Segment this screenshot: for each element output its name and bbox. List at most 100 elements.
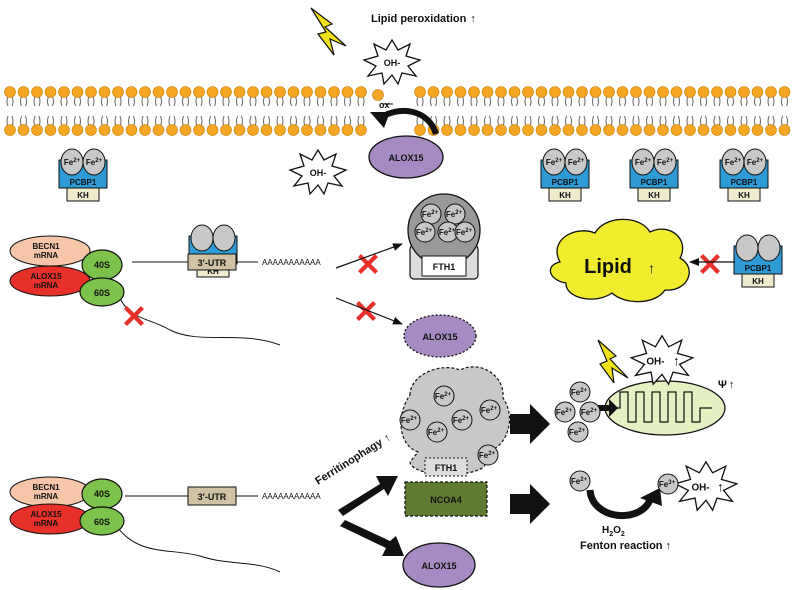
ferrous-iron-ion: Fe2+ [451, 409, 473, 431]
svg-text:OH-: OH- [691, 482, 709, 493]
hydroxyl-radical-burst: OH- [363, 39, 421, 85]
cell-membrane [4, 86, 791, 136]
svg-text:Fe2+: Fe2+ [401, 416, 418, 425]
kh-label: KH [738, 191, 750, 200]
ferrous-iron-ion: Fe2+ [454, 221, 476, 243]
lightning-mito-icon [597, 339, 629, 384]
ferrous-iron-ion: Fe2+ [477, 444, 499, 466]
mrna-complex-middle: BECN1 mRNA ALOX15 mRNA 40S 60S [9, 235, 281, 346]
svg-text:Fe2+: Fe2+ [435, 392, 452, 401]
svg-text:3'-UTR: 3'-UTR [198, 258, 227, 268]
ferrous-iron-ion: Fe2+ [554, 401, 576, 423]
svg-text:↑: ↑ [673, 354, 680, 369]
ferrous-iron-ion: Fe2+ [444, 203, 466, 225]
svg-text:FTH1: FTH1 [433, 262, 456, 272]
kh-label: KH [752, 277, 764, 286]
block-x-icon [358, 254, 378, 274]
svg-text:Fe2+: Fe2+ [481, 406, 498, 415]
svg-text:BECN1: BECN1 [32, 242, 60, 251]
svg-text:40S: 40S [94, 260, 110, 270]
block-arrow-to-iron-pool [510, 404, 550, 444]
svg-text:Fe2+: Fe2+ [581, 408, 598, 417]
pcbp1-label: PCBP1 [731, 178, 758, 187]
svg-text:Fe2+: Fe2+ [416, 228, 433, 237]
utr-box-middle: 3'-UTR [187, 253, 237, 271]
svg-text:↑: ↑ [648, 260, 655, 276]
pcbp1-label: PCBP1 [70, 178, 97, 187]
svg-text:mRNA: mRNA [34, 281, 59, 290]
iron-entry-arrow [598, 399, 618, 417]
svg-text:Fe2+: Fe2+ [571, 477, 588, 486]
polya-tail-lower: AAAAAAAAAAA [262, 492, 321, 501]
svg-text:ALOX15: ALOX15 [421, 561, 456, 571]
thick-arrow-alox15-lower [340, 520, 404, 556]
kh-label: KH [648, 191, 660, 200]
arrow-to-alox15-middle [335, 297, 403, 325]
ferrous-iron-ion: Fe2+ [569, 381, 591, 403]
svg-text:60S: 60S [94, 288, 110, 298]
svg-text:40S: 40S [94, 489, 110, 499]
fe2-label: Fe2+ [568, 158, 585, 167]
svg-text:OH-: OH- [310, 168, 327, 178]
ferrous-iron-ion: Fe2+ [426, 421, 448, 443]
svg-text:↑: ↑ [717, 480, 724, 495]
ferrous-iron-ion: Fe2+ [414, 221, 436, 243]
ferrous-iron-ion: Fe2+ [420, 203, 442, 225]
fe2-label: Fe2+ [747, 158, 764, 167]
fe2-label: Fe2+ [635, 158, 652, 167]
svg-text:NCOA4: NCOA4 [430, 495, 462, 505]
svg-text:Fe3+: Fe3+ [659, 480, 676, 489]
membrane-potential-label: Ψ↑ [718, 379, 734, 391]
svg-text:ALOX15: ALOX15 [422, 332, 457, 342]
svg-text:OH-: OH- [646, 356, 664, 367]
lightning-icon [310, 7, 347, 56]
lipid-peroxidation-label: Lipid peroxidation↑ [371, 13, 476, 25]
svg-text:ALOX15: ALOX15 [30, 510, 62, 519]
svg-text:Lipid: Lipid [584, 256, 632, 278]
block-x-icon [124, 306, 144, 326]
svg-text:Fe2+: Fe2+ [446, 210, 463, 219]
fenton-curved-arrow [586, 489, 654, 520]
svg-text:mRNA: mRNA [34, 492, 59, 501]
alox15-lower: ALOX15 [402, 542, 476, 588]
kh-label: KH [559, 191, 571, 200]
svg-text:ALOX15: ALOX15 [388, 153, 423, 163]
fe2-label: Fe2+ [657, 158, 674, 167]
svg-text:Fe2+: Fe2+ [453, 416, 470, 425]
block-markers [124, 254, 720, 326]
block-x-icon [356, 301, 376, 321]
fe2-label: Fe2+ [64, 158, 81, 167]
ferrous-iron-ion: Fe2+ [433, 385, 455, 407]
ferrous-iron-ion: Fe2+ [569, 470, 591, 492]
ncoa4-box: NCOA4 [404, 481, 488, 517]
fe2-label: Fe2+ [725, 158, 742, 167]
ferrous-iron-ion: Fe2+ [579, 401, 601, 423]
svg-text:Fe2+: Fe2+ [571, 388, 588, 397]
arrow-to-fth1 [335, 243, 403, 269]
ferrous-iron-ion: Fe2+ [567, 421, 589, 443]
fenton-reaction-label: Fenton reaction↑ [580, 540, 671, 552]
hydroxyl-radical-burst-left: OH- [289, 149, 347, 195]
svg-text:Fe2+: Fe2+ [569, 428, 586, 437]
ferric-iron-ion: Fe3+ [657, 473, 679, 495]
h2o2-label: H2O2 [602, 525, 625, 538]
block-arrow-to-fenton [510, 484, 550, 524]
svg-text:Fe2+: Fe2+ [556, 408, 573, 417]
svg-text:Fe2+: Fe2+ [439, 228, 456, 237]
svg-text:Fe2+: Fe2+ [422, 210, 439, 219]
svg-text:FTH1: FTH1 [435, 463, 458, 473]
fe2-label: Fe2+ [546, 158, 563, 167]
oxidation-arrowhead [370, 112, 390, 128]
kh-label: KH [207, 267, 219, 276]
lipid-cloud: Lipid ↑ [549, 218, 690, 303]
hydroxyl-radical-burst-mito: OH- ↑ [630, 335, 694, 385]
ferrous-iron-ion: Fe2+ [399, 409, 421, 431]
thick-arrow-ferritinophagy [338, 476, 398, 516]
svg-text:mRNA: mRNA [34, 519, 59, 528]
svg-text:3'-UTR: 3'-UTR [198, 492, 227, 502]
svg-text:BECN1: BECN1 [32, 483, 60, 492]
